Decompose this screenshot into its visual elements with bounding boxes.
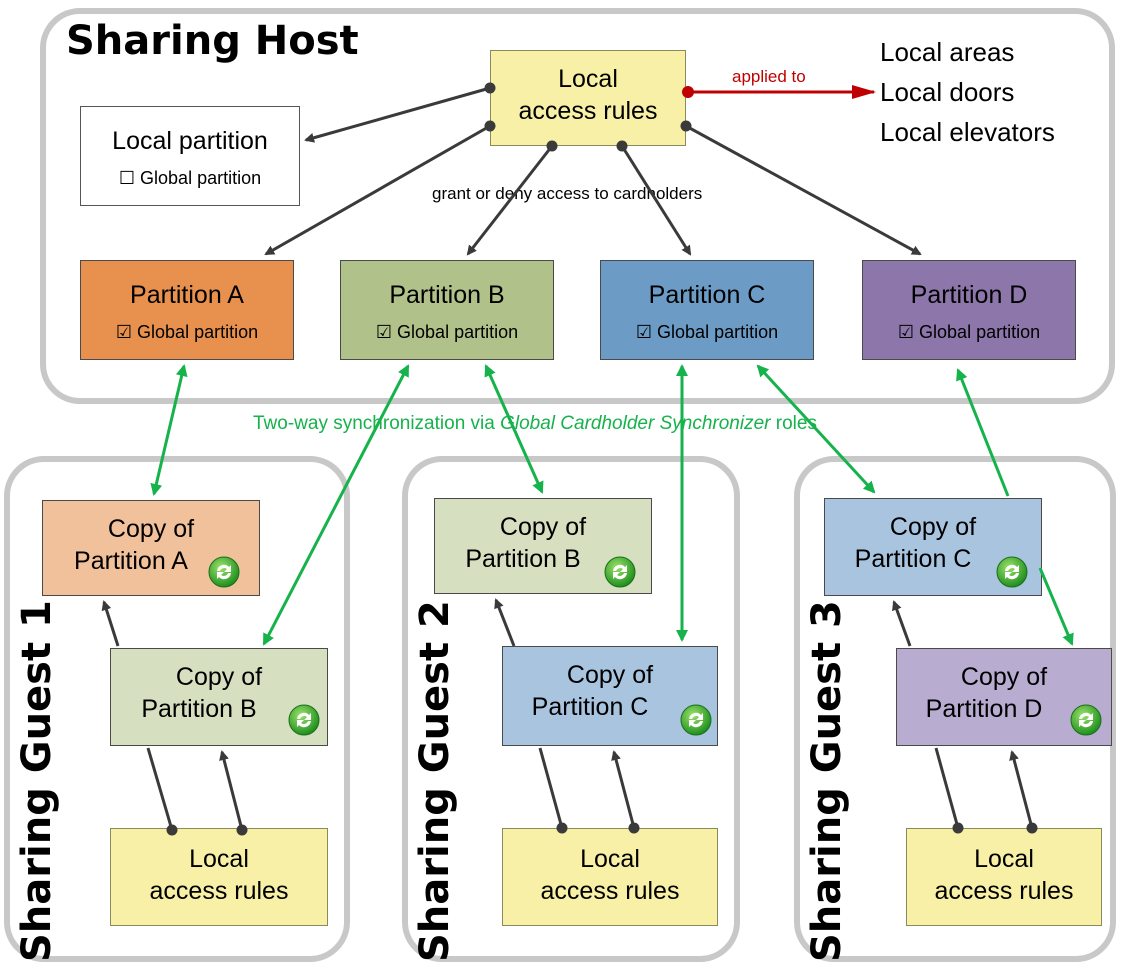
partition-c-box: Partition C ☑ Global partition — [600, 260, 814, 360]
guest-1-copy-a-line-2: Partition A — [74, 547, 188, 575]
partition-c-checkbox-label: Global partition — [657, 322, 779, 342]
guest-1-rules-line-1: Local — [189, 845, 249, 873]
guest-3-copy-c-line-2: Partition C — [854, 545, 972, 573]
local-partition-box: Local partition ☐ Global partition — [80, 106, 300, 206]
sharing-guest-2-title: Sharing Guest 2 — [412, 600, 458, 962]
sync-label-prefix: Two-way synchronization via — [253, 413, 501, 434]
guest-3-copy-d-line-2: Partition D — [925, 695, 1043, 723]
checked-box-icon: ☑ — [897, 322, 915, 342]
guest-3-rules-line-1: Local — [974, 845, 1034, 873]
local-partition-checkbox-row: ☐ Global partition — [81, 167, 299, 189]
sync-icon — [996, 556, 1028, 588]
sharing-guest-1-title: Sharing Guest 1 — [14, 600, 60, 962]
target-local-doors: Local doors — [880, 77, 1015, 107]
guest-3-rules-line-2: access rules — [934, 877, 1074, 905]
unchecked-box-icon: ☐ — [118, 168, 136, 188]
guest-2-copy-c-line-2: Partition C — [531, 693, 649, 721]
guest-2-copy-c-line-1: Copy of — [566, 661, 654, 689]
guest-3-copy-c-line-1: Copy of — [889, 513, 977, 541]
partition-d-checkbox-label: Global partition — [919, 322, 1041, 342]
sync-icon — [1070, 704, 1102, 736]
partition-b-box: Partition B ☑ Global partition — [340, 260, 554, 360]
sync-label-suffix: roles — [770, 413, 817, 434]
sync-icon — [680, 704, 712, 736]
target-local-elevators: Local elevators — [880, 117, 1055, 147]
sync-icon — [288, 704, 320, 736]
rules-line-2: access rules — [518, 97, 658, 125]
local-partition-checkbox-label: Global partition — [140, 168, 262, 188]
applied-to-label: applied to — [732, 67, 806, 86]
guest-1-local-access-rules: Local access rules — [110, 828, 328, 926]
checked-box-icon: ☑ — [635, 322, 653, 342]
guest-1-copy-b-line-2: Partition B — [141, 695, 257, 723]
partition-a-checkbox-label: Global partition — [137, 322, 259, 342]
partition-a-name: Partition A — [130, 281, 244, 309]
partition-d-name: Partition D — [910, 281, 1028, 309]
sharing-host-title: Sharing Host — [66, 18, 359, 64]
partition-b-name: Partition B — [389, 281, 505, 309]
guest-3-copy-c-box: Copy of Partition C — [824, 498, 1042, 596]
partition-d-checkbox-row: ☑ Global partition — [863, 321, 1075, 343]
partition-b-checkbox-label: Global partition — [397, 322, 519, 342]
guest-3-copy-d-line-1: Copy of — [960, 663, 1048, 691]
partition-c-name: Partition C — [648, 281, 766, 309]
partition-a-checkbox-row: ☑ Global partition — [81, 321, 293, 343]
guest-1-copy-a-line-1: Copy of — [107, 515, 195, 543]
guest-1-copy-b-line-1: Copy of — [175, 663, 263, 691]
guest-1-rules-line-2: access rules — [149, 877, 289, 905]
partition-d-box: Partition D ☑ Global partition — [862, 260, 1076, 360]
grant-deny-label: grant or deny access to cardholders — [432, 184, 703, 204]
guest-2-local-access-rules: Local access rules — [502, 828, 718, 926]
sync-icon — [208, 556, 240, 588]
local-partition-label: Local partition — [112, 127, 268, 155]
rules-line-1: Local — [558, 65, 618, 93]
guest-2-copy-c-box: Copy of Partition C — [502, 646, 718, 746]
guest-2-copy-b-line-2: Partition B — [465, 545, 581, 573]
local-targets-list: Local areas Local doors Local elevators — [880, 32, 1055, 152]
target-local-areas: Local areas — [880, 37, 1015, 67]
guest-2-rules-line-1: Local — [580, 845, 640, 873]
partition-c-checkbox-row: ☑ Global partition — [601, 321, 813, 343]
host-local-access-rules: Local access rules — [490, 50, 686, 146]
sync-icon — [604, 556, 636, 588]
sync-label: Two-way synchronization via Global Cardh… — [253, 413, 817, 435]
guest-3-local-access-rules: Local access rules — [906, 828, 1102, 926]
guest-2-copy-b-line-1: Copy of — [499, 513, 587, 541]
checked-box-icon: ☑ — [375, 322, 393, 342]
guest-1-copy-b-box: Copy of Partition B — [110, 648, 328, 746]
partition-a-box: Partition A ☑ Global partition — [80, 260, 294, 360]
guest-2-rules-line-2: access rules — [540, 877, 680, 905]
partition-b-checkbox-row: ☑ Global partition — [341, 321, 553, 343]
checked-box-icon: ☑ — [115, 322, 133, 342]
sync-label-italic: Global Cardholder Synchronizer — [500, 413, 771, 434]
sharing-guest-3-title: Sharing Guest 3 — [804, 600, 850, 962]
